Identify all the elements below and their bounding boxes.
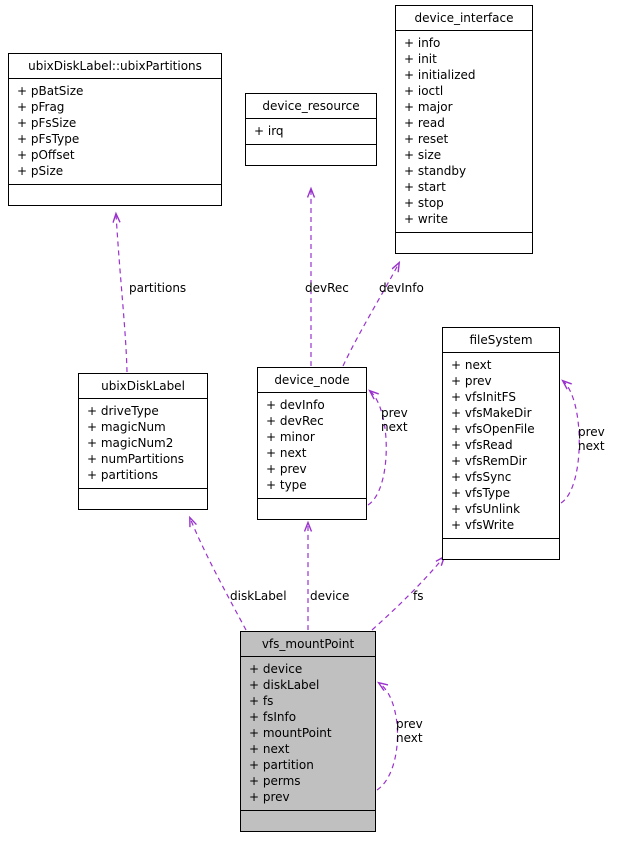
attribute-row: + vfsSync: [451, 470, 512, 484]
attribute-row: + prev: [451, 374, 492, 388]
edge-device_node-to-device_interface: [342, 263, 399, 367]
attribute-row: + pFrag: [17, 100, 65, 114]
class-operations-vfs-mountpoint: [241, 811, 375, 831]
attribute-row: + major: [404, 100, 453, 114]
attribute-row: + driveType: [87, 404, 159, 418]
class-attributes-ubixdisklabel: + driveType + magicNum + magicNum2 + num…: [79, 399, 207, 489]
class-operations-device-interface: [396, 233, 532, 253]
attribute-row: + standby: [404, 164, 467, 178]
attribute-row: + vfsRemDir: [451, 454, 527, 468]
attribute-row: + minor: [266, 430, 315, 444]
attribute-row: + magicNum2: [87, 436, 174, 450]
edge-vfs_mountPoint-self: [376, 683, 399, 791]
class-attributes-vfs-mountpoint: + device + diskLabel + fs + fsInfo + mou…: [241, 657, 375, 811]
attribute-row: + ioctl: [404, 84, 444, 98]
edge-label-partitions: partitions: [129, 281, 187, 295]
attribute-row: + init: [404, 52, 437, 66]
attribute-row: + next: [451, 358, 492, 372]
attribute-row: + prev: [266, 462, 307, 476]
attribute-row: + type: [266, 478, 307, 492]
class-attributes-device-resource: + irq: [246, 119, 376, 145]
attribute-row: + fsInfo: [249, 710, 297, 724]
attribute-row: + devRec: [266, 414, 324, 428]
edge-label-fs: fs: [413, 589, 424, 603]
class-title-vfs-mountpoint: vfs_mountPoint: [241, 632, 375, 657]
class-box-vfs-mountpoint[interactable]: vfs_mountPoint + device + diskLabel + fs…: [240, 631, 376, 832]
edge-label-mountpoint-prev-next: prev next: [396, 717, 423, 745]
class-operations-filesystem: [443, 539, 559, 559]
attribute-row: + initialized: [404, 68, 476, 82]
attribute-row: + reset: [404, 132, 449, 146]
class-title-device-interface: device_interface: [396, 6, 532, 31]
attribute-row: + write: [404, 212, 449, 226]
class-box-device-resource[interactable]: device_resource + irq: [245, 93, 377, 166]
attribute-row: + magicNum: [87, 420, 166, 434]
class-attributes-ubixPartitions: + pBatSize + pFrag + pFsSize + pFsType +…: [9, 79, 221, 185]
edge-label-devinfo: devInfo: [379, 281, 424, 295]
edge-ubixDiskLabel-to-ubixPartitions: [116, 214, 128, 373]
class-attributes-device-node: + devInfo + devRec + minor + next + prev…: [258, 393, 366, 499]
attribute-row: + vfsOpenFile: [451, 422, 535, 436]
class-title-ubixPartitions: ubixDiskLabel::ubixPartitions: [9, 54, 221, 79]
class-title-filesystem: fileSystem: [443, 328, 559, 353]
attribute-row: + vfsType: [451, 486, 511, 500]
class-box-filesystem[interactable]: fileSystem + next + prev + vfsInitFS + v…: [442, 327, 560, 560]
attribute-row: + devInfo: [266, 398, 325, 412]
edge-fileSystem-self: [560, 381, 580, 504]
class-box-ubixdisklabel[interactable]: ubixDiskLabel + driveType + magicNum + m…: [78, 373, 208, 510]
attribute-row: + mountPoint: [249, 726, 332, 740]
edge-label-filesystem-prev-next: prev next: [578, 425, 605, 453]
attribute-row: + vfsMakeDir: [451, 406, 532, 420]
attribute-row: + stop: [404, 196, 444, 210]
attribute-row: + diskLabel: [249, 678, 320, 692]
attribute-row: + partition: [249, 758, 314, 772]
edge-vfs_mountPoint-to-fileSystem: [371, 557, 444, 631]
edge-label-devrec: devRec: [305, 281, 349, 295]
attribute-row: + vfsRead: [451, 438, 513, 452]
attribute-row: + pOffset: [17, 148, 75, 162]
class-box-ubixPartitions[interactable]: ubixDiskLabel::ubixPartitions + pBatSize…: [8, 53, 222, 206]
class-operations-device-node: [258, 499, 366, 519]
attribute-row: + prev: [249, 790, 290, 804]
attribute-row: + fs: [249, 694, 274, 708]
class-operations-device-resource: [246, 145, 376, 165]
edge-label-device: device: [310, 589, 350, 603]
attribute-row: + perms: [249, 774, 301, 788]
attribute-row: + info: [404, 36, 441, 50]
attribute-row: + start: [404, 180, 446, 194]
attribute-row: + next: [249, 742, 290, 756]
class-attributes-filesystem: + next + prev + vfsInitFS + vfsMakeDir +…: [443, 353, 559, 539]
edge-label-disklabel: diskLabel: [230, 589, 287, 603]
attribute-row: + pSize: [17, 164, 64, 178]
class-operations-ubixPartitions: [9, 185, 221, 205]
edge-label-device-node-prev-next: prev next: [381, 406, 408, 434]
attribute-row: + pFsSize: [17, 116, 77, 130]
class-title-device-resource: device_resource: [246, 94, 376, 119]
attribute-row: + irq: [254, 124, 284, 138]
attribute-row: + pFsType: [17, 132, 80, 146]
class-attributes-device-interface: + info + init + initialized + ioctl + ma…: [396, 31, 532, 233]
edge-vfs_mountPoint-to-ubixDiskLabel: [190, 518, 247, 631]
attribute-row: + device: [249, 662, 303, 676]
class-box-device-node[interactable]: device_node + devInfo + devRec + minor +…: [257, 367, 367, 520]
attribute-row: + next: [266, 446, 307, 460]
class-title-ubixdisklabel: ubixDiskLabel: [79, 374, 207, 399]
class-box-device-interface[interactable]: device_interface + info + init + initial…: [395, 5, 533, 254]
attribute-row: + vfsWrite: [451, 518, 515, 532]
attribute-row: + partitions: [87, 468, 159, 482]
attribute-row: + vfsUnlink: [451, 502, 521, 516]
attribute-row: + read: [404, 116, 445, 130]
attribute-row: + size: [404, 148, 442, 162]
class-operations-ubixdisklabel: [79, 489, 207, 509]
class-title-device-node: device_node: [258, 368, 366, 393]
attribute-row: + numPartitions: [87, 452, 185, 466]
attribute-row: + vfsInitFS: [451, 390, 516, 404]
attribute-row: + pBatSize: [17, 84, 84, 98]
